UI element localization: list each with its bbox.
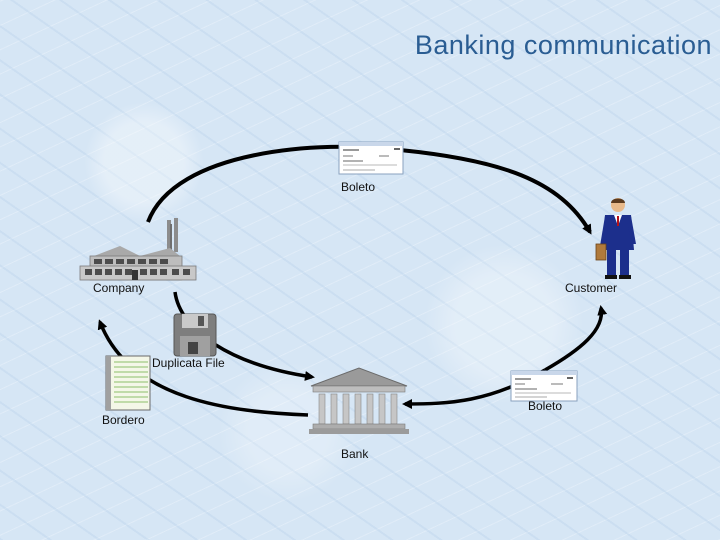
- boleto-document-icon: [510, 370, 578, 402]
- businessman-icon: [595, 198, 636, 279]
- bank-label: Bank: [341, 447, 369, 461]
- bordero-label: Bordero: [102, 413, 145, 427]
- bank-building-icon: [309, 367, 409, 434]
- customer-label: Customer: [565, 281, 618, 295]
- duplicata-file-label: Duplicata File: [152, 356, 225, 370]
- boleto-bottom-label: Boleto: [528, 399, 563, 413]
- ledger-icon: [105, 355, 151, 411]
- page-title: Banking communication: [414, 30, 712, 60]
- factory-icon: [79, 218, 197, 281]
- floppy-disk-icon: [173, 313, 217, 357]
- boleto-top-label: Boleto: [341, 180, 376, 194]
- company-label: Company: [93, 281, 145, 295]
- arrow-bank-to-company: [97, 319, 309, 417]
- boleto-document-icon: [338, 141, 404, 175]
- arrow-bank-to-customer: [544, 305, 608, 372]
